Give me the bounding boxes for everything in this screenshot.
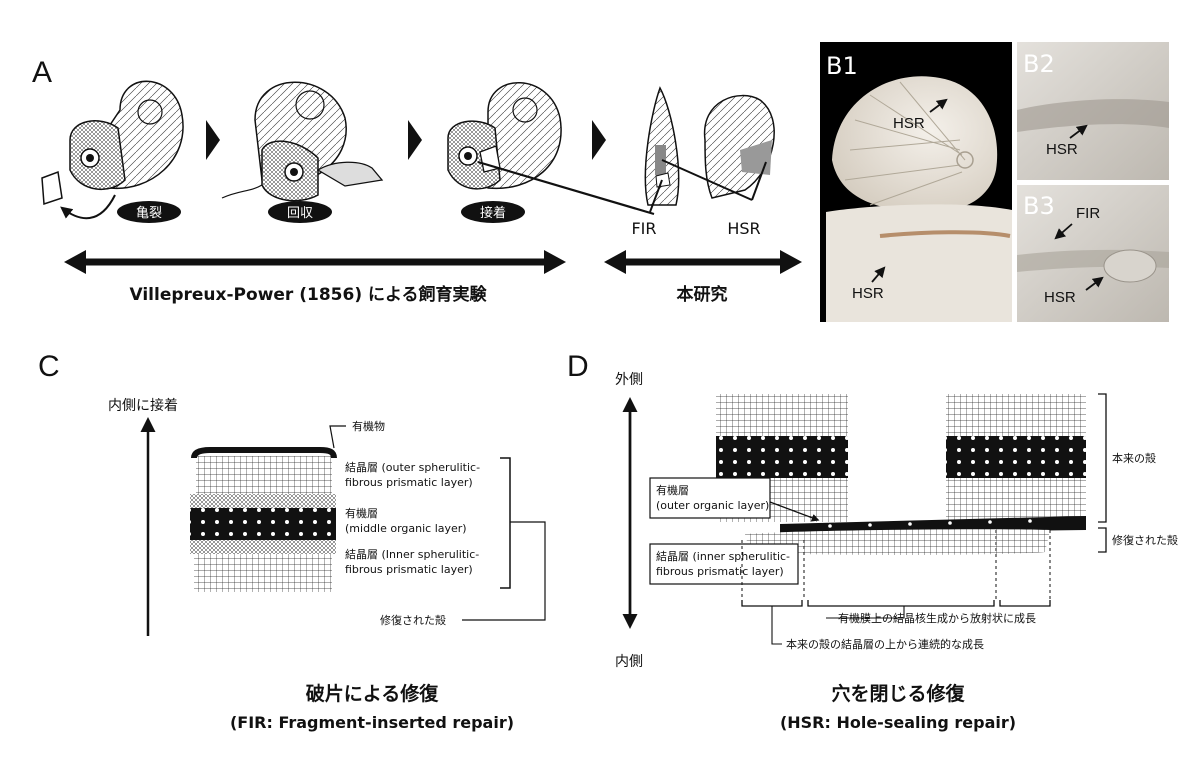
original-shell-label: 本来の殻 [1112, 451, 1156, 465]
outside-label: 外側 [615, 372, 643, 388]
organic-label: 有機物 [352, 419, 385, 433]
study-span-arrow [604, 250, 802, 274]
organic-box-line2: (outer organic layer) [656, 499, 769, 512]
study-caption: 本研究 [677, 284, 728, 305]
photo-b1-shell-bottom [826, 204, 1012, 322]
photo-b3-fir: FIR [1076, 205, 1100, 222]
crystal-box-line1: 結晶層 (inner spherulitic- [656, 549, 790, 563]
experiment-span-arrow [64, 250, 566, 274]
panel-a-letter: A [32, 56, 52, 89]
photo-b1-hsr-top: HSR [893, 115, 925, 132]
fir-shell-drawing [644, 86, 680, 206]
inner-attach-label: 内側に接着 [108, 397, 178, 414]
outer-layer-line2: fibrous prismatic layer) [345, 476, 473, 489]
panel-d: D 外側 内側 本来の殻 修復された殻 [567, 350, 1178, 732]
original-shell-left [716, 394, 848, 522]
step-badge-crack [117, 201, 181, 223]
fir-layer-block [190, 447, 337, 592]
step-label-recover: 回収 [287, 206, 313, 221]
panel-b: B1 HSR HSR B2 HSR B3 FIR HSR [820, 42, 1169, 322]
organic-cap [191, 447, 337, 459]
crystal-layer-callout [649, 543, 799, 585]
photo-b1-hsr-bottom: HSR [852, 285, 884, 302]
inner-layer-line1: 結晶層 (Inner spherulitic- [345, 547, 479, 561]
step-label-attach: 接着 [480, 205, 506, 221]
crystal-box-line2: fibrous prismatic layer) [656, 565, 784, 578]
photo-b2-letter: B2 [1023, 50, 1055, 78]
step-badge-attach [461, 201, 525, 223]
layers-bracket [500, 457, 511, 589]
photo-b1-letter: B1 [826, 52, 858, 80]
organic-layer-callout [649, 477, 771, 519]
fir-title-en: (FIR: Fragment-inserted repair) [230, 713, 514, 732]
panel-a: A 亀裂 回収 [32, 56, 802, 305]
repaired-shell-label-d: 修復された殻 [1112, 533, 1178, 547]
repaired-shell-label: 修復された殻 [380, 613, 446, 627]
step-label-crack: 亀裂 [136, 206, 162, 221]
continuous-growth-label: 本来の殻の結晶層の上から連続的な成長 [786, 637, 984, 651]
hsr-title-en: (HSR: Hole-sealing repair) [780, 713, 1016, 732]
inner-layer-line2: fibrous prismatic layer) [345, 563, 473, 576]
organic-box-line1: 有機層 [656, 483, 689, 497]
step-arrow-2 [408, 120, 422, 160]
fir-label: FIR [631, 219, 656, 238]
hsr-title-jp: 穴を閉じる修復 [831, 682, 965, 705]
inside-label: 内側 [615, 654, 643, 670]
radial-growth-label: 有機膜上の結晶核生成から放射状に成長 [838, 611, 1036, 625]
photo-b2-hsr: HSR [1046, 141, 1078, 158]
original-shell-right [946, 394, 1086, 522]
photo-b3-hsr: HSR [1044, 289, 1076, 306]
repaired-band [745, 516, 1086, 555]
hsr-connector [661, 159, 753, 201]
experiment-caption: Villepreux-Power (1856) による飼育実験 [129, 284, 487, 305]
panel-c-letter: C [38, 350, 60, 383]
outer-layer-line1: 結晶層 (outer spherulitic- [345, 460, 480, 474]
middle-layer-line1: 有機層 [345, 506, 378, 520]
panel-c: C 内側に接着 有機物 結晶層 (outer spherulitic- fibr… [38, 350, 546, 732]
fir-title-jp: 破片による修復 [306, 682, 439, 705]
hsr-label: HSR [727, 219, 760, 238]
panel-d-letter: D [567, 350, 589, 383]
step-arrow-3 [592, 120, 606, 160]
argonaut-attach [447, 82, 562, 190]
middle-layer-line2: (middle organic layer) [345, 522, 467, 535]
argonaut-recovery [221, 81, 384, 202]
hsr-shell-drawing [703, 94, 775, 199]
step-badge-recover [268, 201, 332, 223]
argonaut-cracked-shell [41, 80, 184, 220]
shell-fragment [41, 170, 63, 206]
fir-connector [477, 160, 655, 216]
step-arrow-1 [206, 120, 220, 160]
photo-b3-letter: B3 [1023, 192, 1055, 220]
